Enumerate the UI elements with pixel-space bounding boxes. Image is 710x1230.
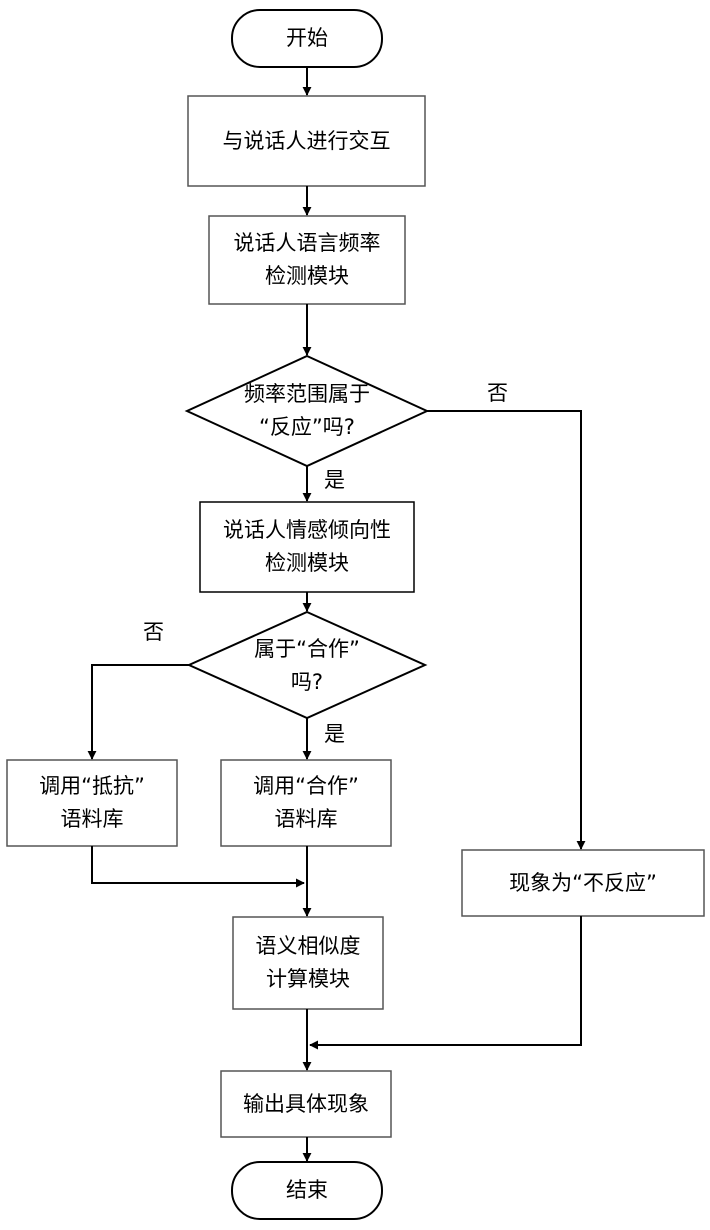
no-react-label: 现象为“不反应” (462, 850, 704, 916)
edge-label-coop-no: 否 (143, 616, 164, 646)
semantic-module-line1: 语义相似度 (256, 930, 361, 963)
interact-label: 与说话人进行交互 (188, 96, 425, 186)
decision-react-line1: 频率范围属于 (244, 378, 370, 411)
emotion-module-line1: 说话人情感倾向性 (223, 514, 391, 547)
start-label: 开始 (232, 10, 382, 67)
edge-label-react-no: 否 (487, 377, 508, 407)
decision-react-line2: “反应”吗? (259, 411, 355, 444)
emotion-module-label: 说话人情感倾向性 检测模块 (200, 502, 414, 592)
arrow-resist-to-semantic (92, 846, 304, 883)
decision-react-label: 频率范围属于 “反应”吗? (217, 366, 397, 456)
freq-module-line2: 检测模块 (265, 260, 349, 293)
resist-corpus-line1: 调用“抵抗” (39, 770, 145, 803)
end-label: 结束 (232, 1162, 382, 1219)
emotion-module-line2: 检测模块 (265, 547, 349, 580)
semantic-module-line2: 计算模块 (266, 963, 350, 996)
freq-module-line1: 说话人语言频率 (234, 227, 381, 260)
arrow-decision-to-resist (92, 665, 189, 759)
resist-corpus-label: 调用“抵抗” 语料库 (7, 760, 177, 846)
decision-coop-label: 属于“合作” 吗? (222, 625, 392, 707)
decision-coop-line2: 吗? (291, 666, 323, 699)
semantic-module-label: 语义相似度 计算模块 (233, 917, 383, 1009)
arrow-decision-to-no-react (427, 411, 581, 849)
coop-corpus-line2: 语料库 (275, 803, 338, 836)
resist-corpus-line2: 语料库 (61, 803, 124, 836)
coop-corpus-label: 调用“合作” 语料库 (221, 760, 391, 846)
edge-label-react-yes: 是 (324, 464, 345, 494)
edge-label-coop-yes: 是 (324, 718, 345, 748)
freq-module-label: 说话人语言频率 检测模块 (209, 216, 405, 304)
decision-coop-line1: 属于“合作” (254, 633, 360, 666)
output-label: 输出具体现象 (221, 1071, 391, 1137)
coop-corpus-line1: 调用“合作” (253, 770, 359, 803)
